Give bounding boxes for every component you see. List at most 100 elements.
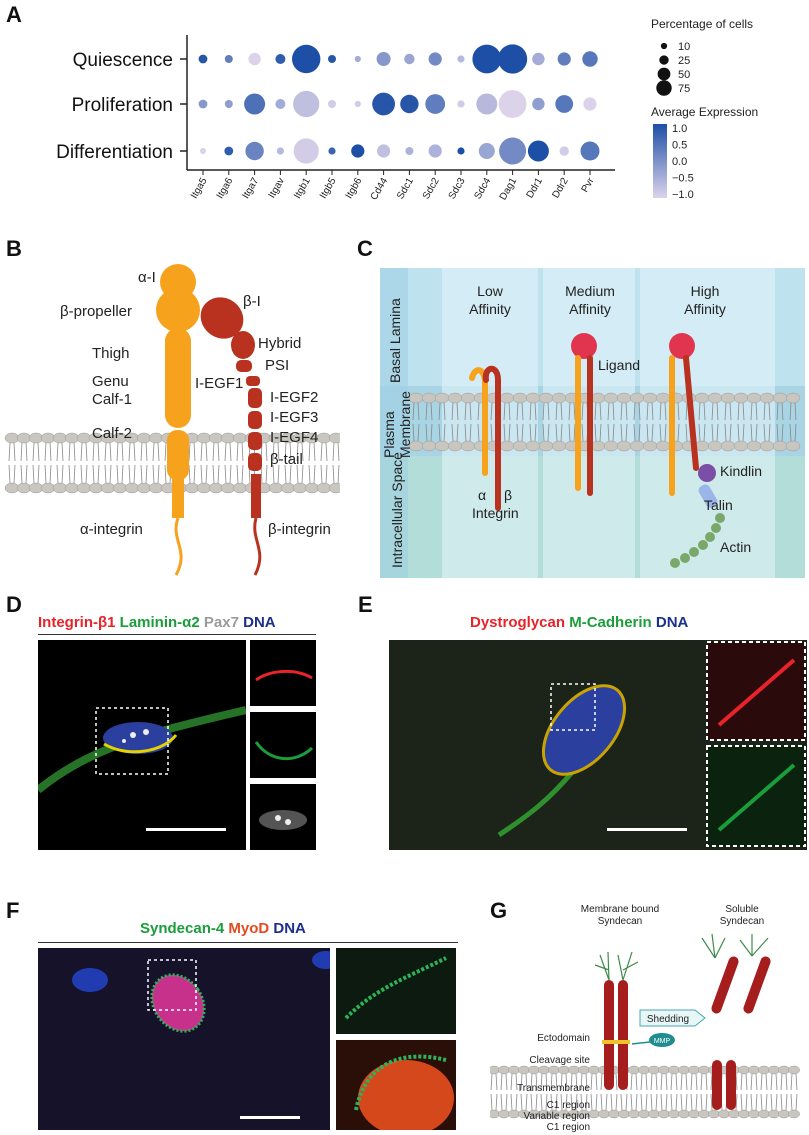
ligand-label: Ligand [598,357,640,373]
dot [457,100,465,108]
high-affinity-label: Affinity [684,301,726,317]
dot [476,93,498,115]
column-label: Itgb6 [344,176,365,201]
panel-d-title: Integrin-β1 Laminin-α2 Pax7 DNA [38,614,276,631]
membrane-bound-label: Membrane bound [581,904,659,915]
beta-integrin-shape [200,297,262,576]
dot [555,95,574,113]
panel-label-c: C [357,236,373,261]
panel-d-inset-green [250,712,316,778]
plasma-label: Plasma [381,411,397,458]
dot [428,52,442,66]
panel-f-inset-merge [336,1040,456,1135]
panel-f-title: Syndecan-4 MyoD DNA [140,920,306,937]
panel-label-d: D [6,592,22,617]
panel-label-g: G [490,898,508,923]
ectodomain-label: Ectodomain [537,1033,590,1044]
integrin-affinity-diagram: Basal Lamina Plasma Membrane Intracellul… [380,268,805,578]
syndecan-4-stain: Syndecan-4 [140,920,225,937]
dot [276,147,284,155]
panel-f-inset-green [336,948,456,1034]
beta-propeller-label: β-propeller [60,303,132,320]
low-affinity-label: Affinity [469,301,511,317]
thigh-label: Thigh [92,345,130,362]
psi-label: PSI [265,357,289,374]
column-label: Itga5 [189,176,210,201]
beta-integrin-label: β-integrin [268,521,331,538]
dot [198,54,208,64]
dot [580,141,600,161]
alpha-i-label: α-I [138,269,156,286]
alpha-integrin-shape [156,264,200,576]
dot [224,100,233,108]
dot [557,52,571,66]
dot [400,94,419,114]
integrin-b1-stain: Integrin-β1 [38,614,116,631]
dot [527,140,549,162]
row-label: Proliferation [72,95,173,116]
iegf1-label: I-EGF1 [195,375,243,392]
actin-label: Actin [720,539,751,555]
beta-i-label: β-I [243,293,261,310]
size-legend-label: 25 [678,55,690,67]
dot [248,52,261,66]
iegf2-label: I-EGF2 [270,389,318,406]
color-tick-label: −1.0 [672,189,694,201]
dot [328,147,336,155]
high-label: High [691,283,720,299]
column-label: Itga6 [215,176,236,201]
soluble-syndecan-label: Syndecan [720,916,764,927]
dna-stain-d: DNA [243,614,276,631]
size-legend-dot [660,42,668,50]
column-label: Sdc1 [395,176,416,202]
panel-e-micrograph [389,640,807,850]
dot [376,52,391,66]
dna-stain-e: DNA [655,614,689,631]
low-label: Low [477,283,504,299]
column-label: Sdc3 [447,176,468,202]
iegf4-label: I-EGF4 [270,429,318,446]
dot [405,147,414,155]
dot-plot: QuiescenceProliferationDifferentiationIt… [56,17,758,202]
color-bar [653,124,667,198]
dot [292,44,321,74]
iegf3-label: I-EGF3 [270,409,318,426]
panel-label-f: F [6,898,20,923]
intracellular-label: Intracellular Space [389,452,405,568]
laminin-a2-stain: Laminin-α2 [119,614,200,631]
size-legend-dot [659,55,669,65]
dot [532,97,545,111]
calf2-label: Calf-2 [92,425,132,442]
syndecan-shedding-diagram: Membrane bound Syndecan Soluble Syndecan… [490,904,800,1132]
medium-affinity-label: Affinity [569,301,611,317]
column-label: Itgb5 [318,176,339,201]
dot [532,52,545,66]
m-cadherin-stain: M-Cadherin [569,614,652,631]
panel-label-b: B [6,236,22,261]
soluble-label: Soluble [725,904,759,915]
panel-label-e: E [358,592,373,617]
panel-d-micrograph [35,640,247,850]
color-tick-label: 0.5 [672,140,687,152]
dot [198,99,208,109]
dot [354,100,361,108]
dot [478,143,495,159]
dot [377,144,391,158]
panel-e-title: Dystroglycan M-Cadherin DNA [470,614,688,631]
dot [472,44,502,74]
talin-label: Talin [704,497,733,513]
dot [224,146,234,156]
dot [328,55,336,63]
c1-region-label-2: C1 region [547,1122,590,1132]
integrin-label: Integrin [472,505,519,521]
c1-region-label-1: C1 region [547,1100,590,1111]
color-legend-title: Average Expression [651,105,758,119]
size-legend-title: Percentage of cells [651,17,753,31]
column-label: Itga7 [241,176,262,201]
dot [583,97,597,111]
alpha-label: α [478,487,486,503]
size-legend-dot [656,80,672,96]
column-label: Pvr [580,175,597,194]
dot [372,92,395,116]
dot [559,146,569,156]
